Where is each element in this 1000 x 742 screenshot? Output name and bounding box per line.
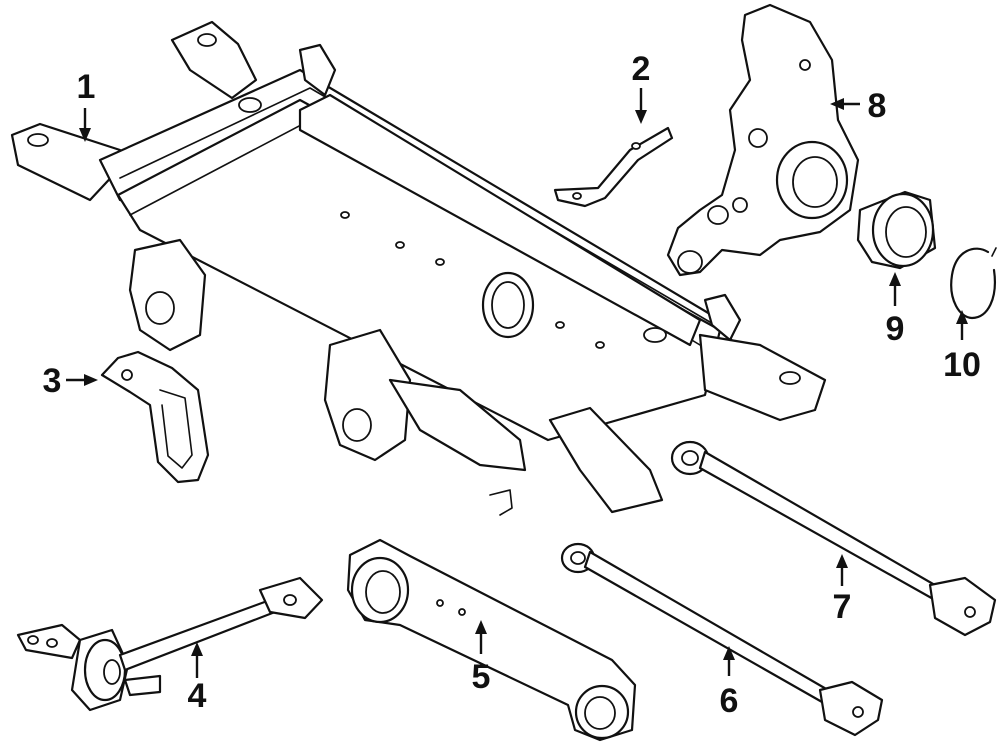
- snap-ring-part: [950, 247, 997, 320]
- wheel-bearing-part: [856, 190, 937, 270]
- callout-2-number: 2: [632, 50, 651, 88]
- callout-10-number: 10: [943, 346, 981, 384]
- callout-8-number: 8: [868, 87, 887, 125]
- callout-1-number: 1: [77, 68, 96, 106]
- lower-control-arm-part: [346, 538, 637, 742]
- callout-3: 3: [43, 362, 98, 400]
- callout-5: 5: [472, 620, 491, 696]
- knuckle-part: [666, 3, 860, 277]
- crossmember-part: [10, 20, 827, 516]
- bracket-part: [553, 126, 674, 208]
- trailing-arm-6-part: [560, 542, 884, 737]
- callout-7-number: 7: [833, 588, 852, 626]
- callout-9-number: 9: [886, 310, 905, 348]
- callout-6-number: 6: [720, 682, 739, 720]
- callout-8: 8: [830, 87, 886, 125]
- stabilizer-bracket-part: [100, 350, 210, 484]
- callout-10: 10: [943, 310, 981, 384]
- upper-link-7-part: [670, 440, 997, 637]
- callout-3-number: 3: [43, 362, 62, 400]
- callout-9: 9: [886, 272, 905, 348]
- callout-7: 7: [833, 554, 852, 626]
- callout-2: 2: [632, 50, 651, 124]
- callout-6: 6: [720, 646, 739, 720]
- callout-4: 4: [188, 642, 207, 715]
- callout-5-number: 5: [472, 658, 491, 696]
- link-bushing-part: [16, 576, 324, 712]
- callout-4-number: 4: [188, 677, 207, 715]
- callout-1: 1: [77, 68, 96, 142]
